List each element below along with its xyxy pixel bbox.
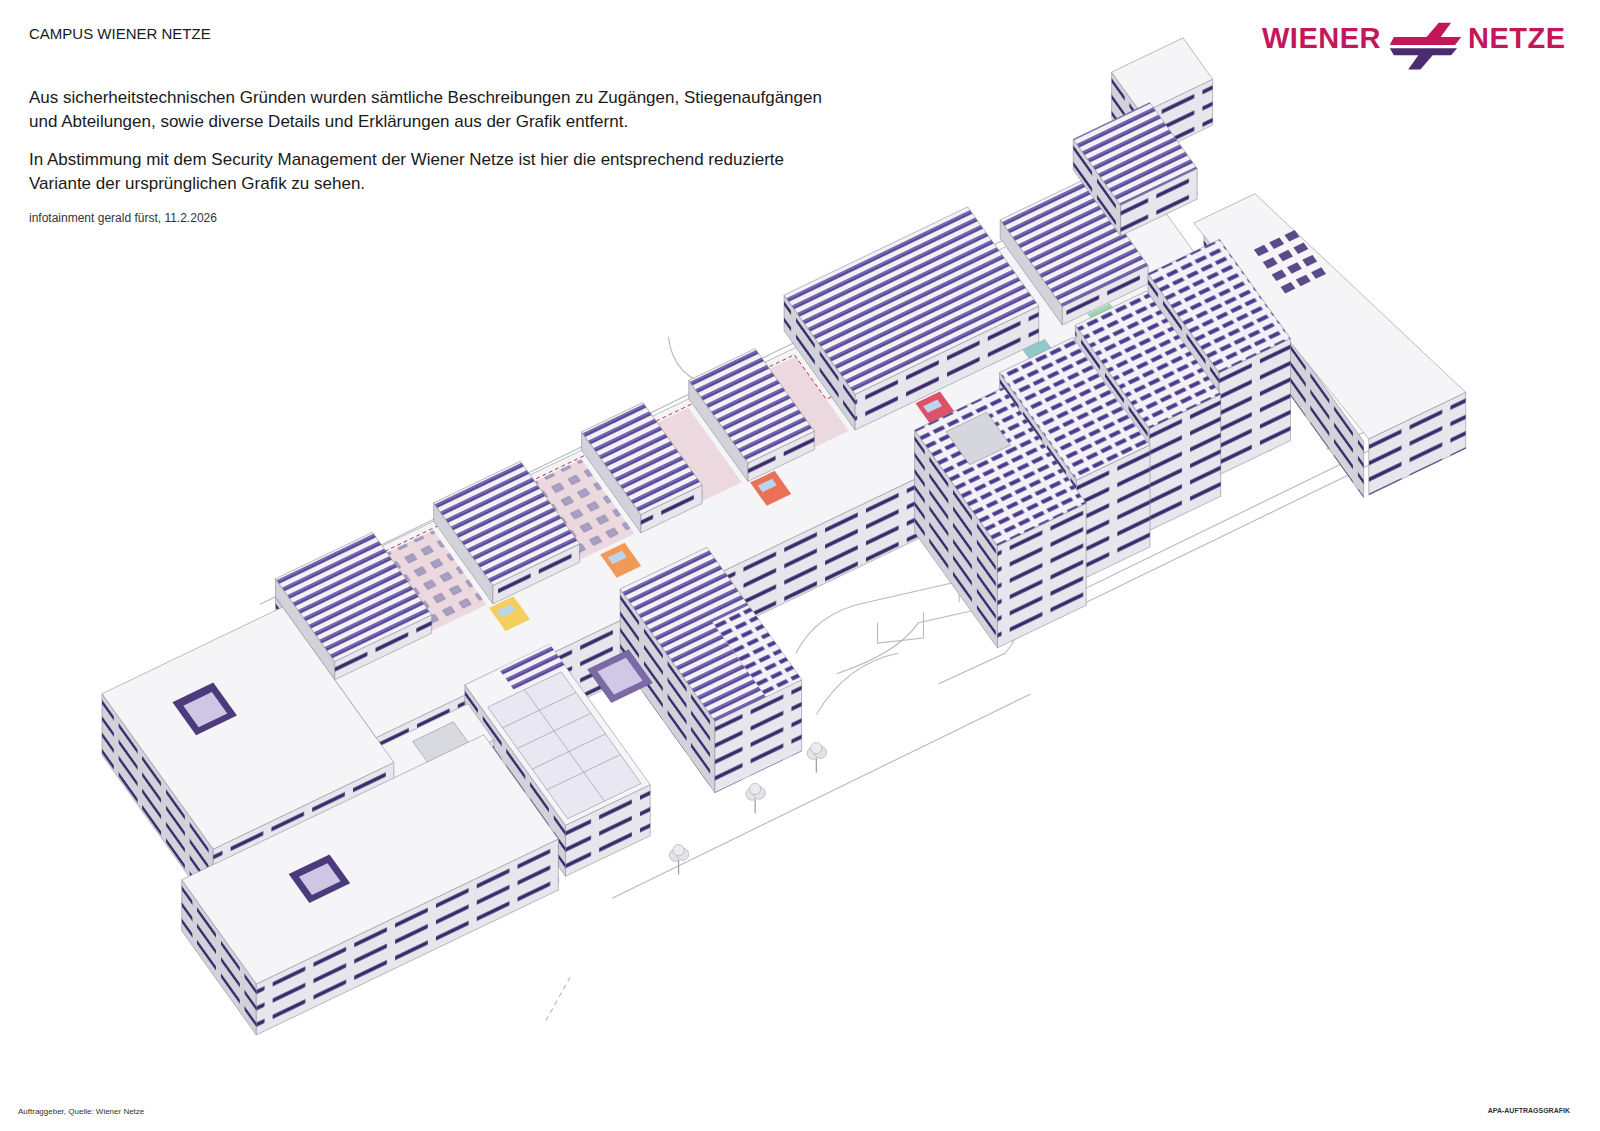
logo-word: NETZE (1468, 22, 1566, 55)
source-note: Auftraggeber, Quelle: Wiener Netze (18, 1107, 144, 1116)
solar-wing (620, 547, 801, 792)
intro-note: Aus sicherheitstechnischen Gründen wurde… (29, 86, 849, 134)
title: CAMPUS WIENER NETZE (29, 25, 211, 42)
courtyard-box (588, 650, 652, 703)
right-wing (915, 387, 1087, 647)
credit-line: infotainment gerald fürst, 11.2.2026 (29, 211, 217, 225)
logo-word: WIENER (1262, 22, 1381, 55)
agency-mark: APA-AUFTRAGSGRAFIK (1488, 1107, 1570, 1114)
lower-building (182, 735, 559, 1035)
logo-mark (1390, 23, 1461, 70)
intro-note: In Abstimmung mit dem Security Managemen… (29, 148, 849, 196)
far-hall (1073, 102, 1197, 235)
